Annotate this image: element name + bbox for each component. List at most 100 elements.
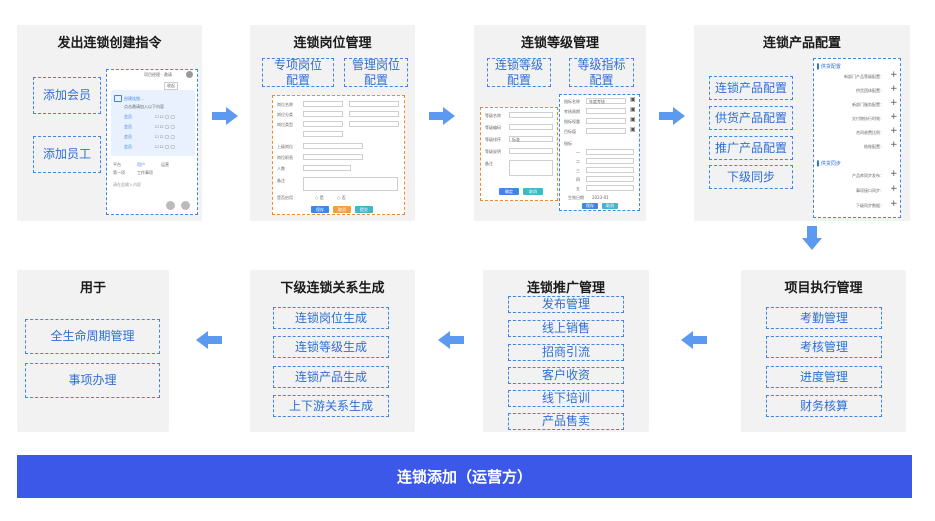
form-label: 等级名称 — [485, 113, 501, 118]
add-icon: + — [890, 112, 898, 122]
mock-chat-frame: 项目经理 · 邀请 收起 创建连锁... 点击邀请加入以下内容 会员 会员 会员… — [106, 69, 198, 215]
item-offline-training: 线下培训 — [508, 390, 624, 407]
add-icon: + — [890, 126, 898, 136]
mock-product-panel: ▌供货配置 新部门产品等级配置： + 供货团体配置： + 新部门服务配置： + … — [813, 58, 901, 218]
form-label: 指标权重 — [564, 119, 580, 124]
avatar — [186, 71, 193, 78]
step-card-product-config: 连锁产品配置 连锁产品配置 供货产品配置 推广产品配置 下级同步 ▌供货配置 新… — [694, 25, 910, 221]
step-card-create-command: 发出连锁创建指令 添加会员 添加员工 项目经理 · 邀请 收起 创建连锁... … — [17, 25, 202, 221]
config-row: 新部门服务配置： — [852, 102, 884, 107]
form-label: 等级编码 — [485, 125, 501, 130]
radio-option: ○ 是 — [315, 195, 324, 200]
config-row: 结账配置： — [864, 144, 884, 149]
form-label: 等级说明 — [485, 149, 501, 154]
form-field — [509, 148, 553, 154]
mock-opt: 第一项 — [113, 170, 125, 175]
arrow-left-icon — [438, 331, 464, 349]
step-title: 连锁岗位管理 — [293, 36, 372, 51]
mock-indicator-form: 指标名称 年度考核 ▣ 考核周期 ▣ 指标权重 ▣ 目标值 ▣ 指标 一 二 三… — [559, 94, 640, 211]
config-row: 交付物执行时效： — [852, 116, 884, 121]
form-field — [303, 121, 343, 127]
chat-icon — [114, 95, 122, 102]
step-title: 连锁等级管理 — [520, 36, 599, 51]
config-row: 产品库同步发布： — [852, 173, 884, 178]
step-card-level-management: 连锁等级管理 连锁等级 配置 等级指标 配置 等级名称 等级编码 等级排序 标准… — [474, 25, 646, 221]
form-label: 备注 — [485, 161, 493, 166]
item-level-indicator-config: 等级指标 配置 — [569, 58, 634, 87]
form-field — [349, 111, 399, 117]
form-save-button: 保存 — [311, 206, 329, 213]
item-finance: 财务核算 — [766, 395, 882, 417]
mock-chat-title: 创建连锁... — [124, 96, 144, 101]
item-product-gen: 连锁产品生成 — [273, 366, 389, 388]
item-chain-product-config: 连锁产品配置 — [709, 76, 793, 100]
item-lifecycle: 全生命周期管理 — [25, 319, 160, 354]
form-field — [303, 101, 343, 107]
form-field — [303, 165, 351, 171]
form-field — [303, 111, 343, 117]
mock-row: 会员 — [124, 124, 132, 129]
config-row: 供货团体配置： — [856, 88, 884, 93]
step-title: 连锁推广管理 — [526, 281, 605, 296]
form-field — [586, 167, 634, 173]
item-assessment: 考核管理 — [766, 336, 882, 358]
mock-badge: 收起 — [164, 82, 178, 90]
arrow-down-icon — [802, 226, 822, 250]
item-position-gen: 连锁岗位生成 — [273, 307, 389, 329]
form-field — [586, 108, 626, 114]
mock-top-label: 项目经理 · 邀请 — [144, 72, 172, 77]
form-field — [586, 149, 634, 155]
add-icon: + — [890, 84, 898, 94]
step-title: 发出连锁创建指令 — [57, 36, 162, 51]
form-value: 年度考核 — [589, 99, 605, 104]
form-field — [586, 118, 626, 124]
item-attract: 招商引流 — [508, 344, 624, 361]
item-special-position-config: 专项岗位 配置 — [262, 58, 334, 87]
form-label: 等级排序 — [485, 137, 501, 142]
add-icon: ▣ — [630, 116, 636, 123]
form-label: 指标名称 — [564, 99, 580, 104]
form-field — [586, 185, 634, 191]
form-label: 人数 — [277, 166, 285, 171]
mock-row: 会员 — [124, 114, 132, 119]
mock-row-actions: ☐ ☐ ◯ ◯ — [155, 114, 175, 119]
item-online-sales: 线上销售 — [508, 320, 624, 337]
form-value: 2023-01 — [592, 195, 609, 200]
form-label: 目标值 — [564, 129, 576, 134]
config-row: 新部门产品等级配置： — [844, 74, 884, 79]
mock-level-form: 等级名称 等级编码 等级排序 标准 等级说明 备注 确定 取消 — [480, 107, 558, 201]
mock-opt: 运营 — [161, 162, 169, 167]
form-field — [303, 143, 363, 149]
form-field — [586, 128, 626, 134]
item-publish: 发布管理 — [508, 296, 624, 313]
form-label: 考核周期 — [564, 109, 580, 114]
form-confirm-button: 确定 — [499, 188, 519, 195]
item-product-sale: 产品售卖 — [508, 413, 624, 430]
add-icon: ▣ — [630, 96, 636, 103]
form-label: 岗位职责 — [277, 155, 293, 160]
radio-option: ○ 否 — [337, 195, 346, 200]
form-label: 备注 — [277, 178, 285, 183]
add-icon: + — [890, 140, 898, 150]
mock-chat-panel: 创建连锁... 点击邀请加入以下内容 会员 会员 会员 会员 ☐ ☐ ◯ ◯ ☐… — [111, 90, 195, 156]
mock-row: 会员 — [124, 144, 132, 149]
form-row-label: 五 — [576, 186, 580, 191]
form-field — [586, 176, 634, 182]
form-label: 生效日期 — [568, 195, 584, 200]
form-save-button: 保存 — [582, 203, 598, 209]
form-value: 标准 — [512, 137, 520, 142]
step-card-project-execution: 项目执行管理 考勤管理 考核管理 进度管理 财务核算 — [741, 270, 906, 432]
step-title: 用于 — [79, 281, 106, 296]
mock-opt: 平台 — [113, 162, 121, 167]
mock-opt: 用户 — [137, 162, 145, 167]
form-field — [349, 121, 399, 127]
step-title: 连锁产品配置 — [762, 36, 841, 51]
voice-icon — [166, 201, 175, 210]
arrow-left-icon — [681, 331, 707, 349]
config-row: 事项接口同步： — [856, 188, 884, 193]
form-field — [303, 154, 363, 160]
arrow-left-icon — [196, 331, 222, 349]
footer-banner: 连锁添加（运营方） — [17, 455, 912, 498]
add-icon: ▣ — [630, 126, 636, 133]
step-card-sub-relation: 下级连锁关系生成 连锁岗位生成 连锁等级生成 连锁产品生成 上下游关系生成 — [250, 270, 415, 432]
